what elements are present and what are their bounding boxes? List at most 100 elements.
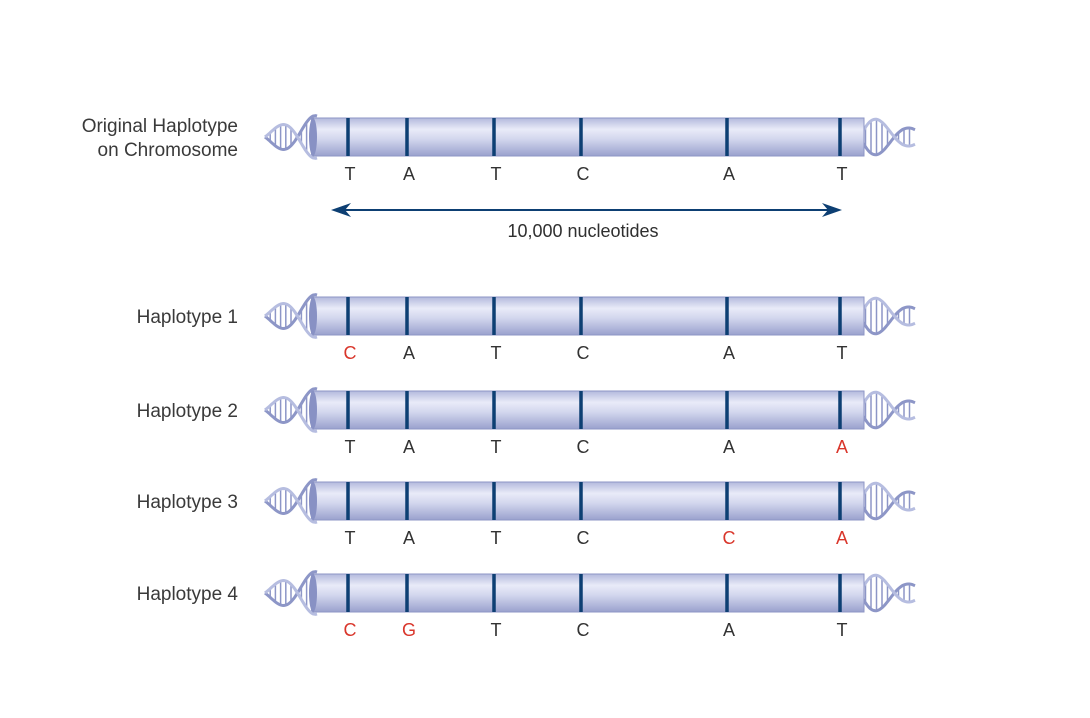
- dna-helix-right: [858, 296, 916, 336]
- helix-strand: [264, 293, 318, 331]
- snp-marker: [725, 391, 729, 429]
- helix-strand: [858, 305, 916, 336]
- snp-base: T: [491, 620, 502, 640]
- row-label: Original Haplotype: [82, 116, 238, 137]
- segment-end-cap: [309, 297, 317, 335]
- chromosome-segment: [312, 481, 865, 521]
- snp-marker: [579, 297, 583, 335]
- helix-strand: [858, 399, 916, 430]
- snp-base: T: [491, 343, 502, 363]
- snp-base: T: [345, 164, 356, 184]
- snp-base: T: [837, 620, 848, 640]
- snp-base: C: [577, 164, 590, 184]
- dna-helix-right: [858, 573, 916, 613]
- snp-base: A: [723, 620, 735, 640]
- helix-strand: [858, 573, 916, 604]
- snp-base: T: [491, 164, 502, 184]
- helix-strand: [264, 387, 318, 425]
- snp-base: A: [403, 528, 415, 548]
- snp-base: T: [491, 437, 502, 457]
- row-label: Haplotype 3: [137, 492, 238, 513]
- span-arrowhead-right: [822, 203, 842, 217]
- snp-marker: [725, 482, 729, 520]
- haplotype-row: Haplotype 1 C A T C A T: [137, 293, 916, 363]
- helix-strand: [858, 481, 916, 512]
- snp-marker: [838, 118, 842, 156]
- helix-strand: [858, 117, 916, 148]
- segment-end-cap: [309, 118, 317, 156]
- snp-marker: [838, 297, 842, 335]
- chromosome-segment: [312, 390, 865, 430]
- snp-base: A: [723, 343, 735, 363]
- snp-marker: [346, 482, 350, 520]
- snp-marker: [405, 482, 409, 520]
- chromosome-segment: [312, 117, 865, 157]
- span-indicator: 10,000 nucleotides: [331, 203, 842, 241]
- snp-base: C: [577, 437, 590, 457]
- row-label: on Chromosome: [98, 140, 238, 161]
- dna-helix-right: [858, 117, 916, 157]
- snp-base: A: [403, 437, 415, 457]
- snp-marker: [492, 482, 496, 520]
- snp-base: C: [577, 620, 590, 640]
- snp-marker: [346, 118, 350, 156]
- helix-strand: [264, 395, 318, 433]
- row-label: Haplotype 2: [137, 401, 238, 422]
- snp-marker: [579, 482, 583, 520]
- helix-strand: [264, 570, 318, 608]
- snp-base: A: [403, 343, 415, 363]
- snp-base: T: [491, 528, 502, 548]
- dna-helix-right: [858, 390, 916, 430]
- snp-marker: [579, 574, 583, 612]
- span-length-label: 10,000 nucleotides: [507, 221, 658, 241]
- helix-strand: [264, 578, 318, 616]
- snp-marker: [405, 574, 409, 612]
- snp-marker: [725, 574, 729, 612]
- snp-base: C: [577, 343, 590, 363]
- snp-marker: [346, 574, 350, 612]
- chromosome-segment: [312, 296, 865, 336]
- snp-base: A: [403, 164, 415, 184]
- helix-strand: [858, 490, 916, 521]
- snp-marker: [405, 118, 409, 156]
- chromosome-segment: [312, 573, 865, 613]
- helix-strand: [264, 301, 318, 339]
- snp-marker: [405, 297, 409, 335]
- segment-end-cap: [309, 391, 317, 429]
- snp-base: T: [837, 343, 848, 363]
- snp-marker: [838, 391, 842, 429]
- segment-end-cap: [309, 482, 317, 520]
- snp-base: C: [577, 528, 590, 548]
- helix-strand: [264, 486, 318, 524]
- snp-marker: [838, 574, 842, 612]
- snp-base-changed: G: [402, 620, 416, 640]
- helix-strand: [264, 122, 318, 160]
- snp-marker: [405, 391, 409, 429]
- snp-base-changed: A: [836, 437, 848, 457]
- helix-strand: [858, 582, 916, 613]
- helix-strand: [264, 114, 318, 152]
- helix-strand: [858, 126, 916, 157]
- snp-base-changed: C: [344, 343, 357, 363]
- row-label: Haplotype 1: [137, 307, 238, 328]
- span-arrowhead-left: [331, 203, 351, 217]
- snp-base: T: [837, 164, 848, 184]
- row-label: Haplotype 4: [137, 584, 239, 605]
- snp-marker: [492, 118, 496, 156]
- snp-marker: [492, 391, 496, 429]
- dna-helix-right: [858, 481, 916, 521]
- snp-marker: [838, 482, 842, 520]
- snp-marker: [492, 297, 496, 335]
- snp-base: A: [723, 437, 735, 457]
- snp-marker: [725, 118, 729, 156]
- helix-strand: [858, 296, 916, 327]
- helix-strand: [858, 390, 916, 421]
- snp-marker: [492, 574, 496, 612]
- segment-end-cap: [309, 574, 317, 612]
- snp-base: A: [723, 164, 735, 184]
- snp-base-changed: A: [836, 528, 848, 548]
